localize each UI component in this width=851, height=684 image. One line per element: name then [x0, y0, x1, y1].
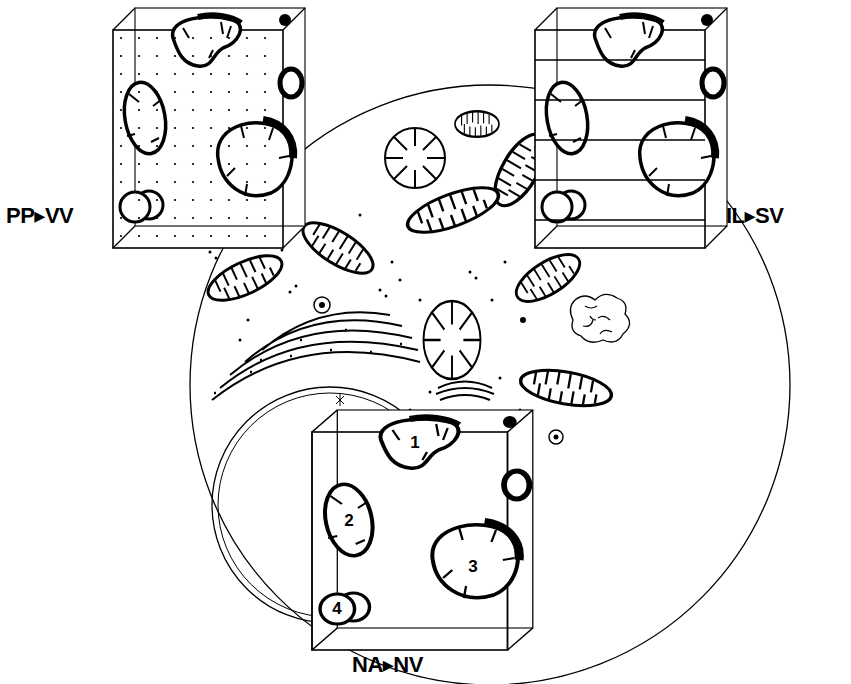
drawing-part	[583, 306, 612, 334]
drawing-part	[385, 295, 388, 298]
callout-number: 3	[466, 558, 479, 575]
callout-number: 4	[330, 600, 343, 617]
drawing-part	[289, 291, 292, 294]
estimator-label: IL▸SV	[726, 203, 783, 229]
drawing-part	[436, 382, 494, 401]
point-grid-cube	[113, 8, 305, 248]
drawing-part	[209, 251, 212, 254]
drawing-part	[504, 261, 507, 264]
drawing-part	[570, 294, 629, 342]
drawing-part	[385, 128, 445, 188]
drawing-part	[113, 8, 305, 248]
drawing-part	[399, 279, 402, 282]
drawing-part	[281, 249, 284, 252]
drawing-part	[296, 213, 381, 283]
estimator-label: NA▸NV	[352, 652, 423, 678]
drawing-part	[429, 391, 432, 394]
drawing-part	[554, 435, 559, 440]
drawing-part	[379, 289, 382, 292]
drawing-part	[424, 301, 481, 379]
drawing-part	[115, 32, 281, 246]
drawing-part	[212, 312, 420, 400]
callout-number: 2	[342, 512, 355, 529]
drawing-part	[312, 410, 533, 650]
drawing-part	[535, 60, 705, 220]
callout-number: 1	[408, 434, 421, 451]
drawing-part	[239, 339, 242, 342]
drawing-part	[491, 299, 494, 302]
drawing-part	[549, 430, 563, 444]
drawing-part	[215, 257, 218, 260]
drawing-part	[402, 179, 503, 242]
drawing-part	[469, 271, 472, 274]
drawing-part	[535, 8, 727, 248]
drawing-part	[319, 416, 529, 624]
drawing-part	[455, 111, 499, 137]
estimator-label: PP▸VV	[6, 203, 73, 229]
drawing-part	[391, 261, 394, 264]
counting-cube	[312, 410, 533, 650]
drawing-part	[214, 330, 402, 393]
test-line-cube	[535, 8, 727, 248]
drawing-part	[518, 364, 614, 411]
drawing-part	[520, 317, 526, 323]
drawing-part	[419, 299, 422, 302]
drawing-part	[202, 247, 288, 310]
drawing-part	[475, 277, 478, 280]
drawing-part	[499, 377, 502, 380]
drawing-part	[336, 394, 344, 406]
drawing-part	[295, 285, 298, 288]
drawing-part	[314, 297, 330, 313]
drawing-part	[359, 214, 362, 217]
drawing-part	[247, 319, 250, 322]
drawing-part	[319, 302, 325, 308]
drawing-part	[541, 14, 724, 222]
